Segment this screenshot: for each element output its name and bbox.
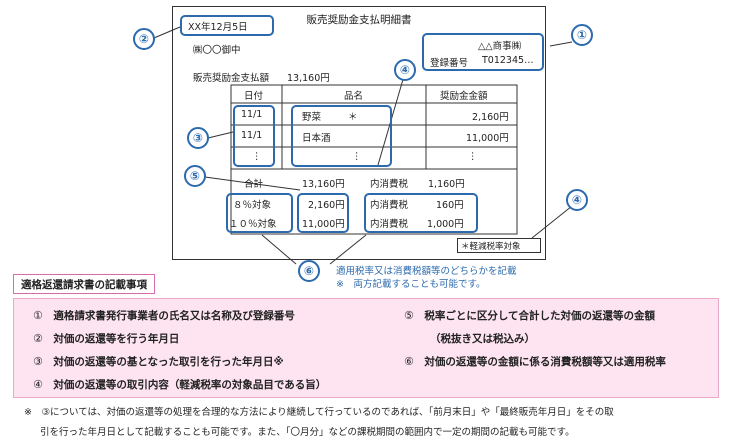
marker-6: ⑥: [298, 260, 320, 282]
invoice-title: 販売奨励金支払明細書: [306, 14, 412, 26]
requirement-item: （税抜き又は税込み）: [430, 333, 535, 345]
customer-name: ㈱〇〇御中: [193, 45, 241, 56]
registration-number: T012345…: [482, 55, 534, 66]
rate8-label: ８％対象: [233, 200, 272, 211]
sum-tax-value: 1,160円: [428, 179, 465, 190]
rate-value-highlight: [297, 193, 349, 233]
marker-4: ④: [566, 189, 588, 211]
requirement-item: ③ 対価の返還等の基となった取引を行った年月日※: [33, 355, 284, 368]
requirement-item: ④ 対価の返還等の取引内容（軽減税率の対象品目である旨）: [33, 378, 327, 391]
rate-note-1: 適用税率又は消費税額等のどちらかを記載: [336, 266, 517, 277]
reduced-rate-note: ＊軽減税率対象: [457, 238, 541, 253]
header-item: 品名: [344, 91, 364, 102]
sum-label: 合計: [244, 179, 264, 190]
requirement-item: ② 対価の返還等を行う年月日: [33, 332, 180, 345]
rate10-tax-label: 内消費税: [370, 219, 409, 230]
row-date: 11/1: [241, 109, 263, 120]
footnote-line-2: 引を行った年月日として記載することも可能です。また、「〇月分」などの課税期間の範…: [40, 427, 575, 438]
invoice-date: XX年12月5日: [188, 22, 248, 33]
reduced-mark: ＊: [348, 112, 358, 123]
date-column-highlight: [233, 105, 275, 167]
issuer-name: △△商事㈱: [478, 41, 522, 52]
total-label: 販売奨励金支払額: [193, 73, 270, 84]
marker-5: ⑤: [184, 165, 206, 187]
requirements-panel: [13, 298, 719, 398]
marker-1: ①: [571, 24, 593, 46]
rate-tax-highlight: [364, 193, 478, 233]
rate-label-highlight: [226, 193, 293, 233]
sum-value: 13,160円: [302, 179, 345, 190]
row-amount: 11,000円: [466, 133, 509, 144]
requirement-item: ① 適格請求書発行事業者の氏名又は名称及び登録番号: [33, 309, 295, 322]
rate10-value: 11,000円: [302, 219, 345, 230]
marker-2: ②: [133, 28, 155, 50]
issuer-highlight: [422, 33, 544, 71]
ellipsis: ⋮: [352, 151, 362, 162]
header-amount: 奨励金金額: [440, 91, 488, 102]
rate8-value: 2,160円: [308, 200, 345, 211]
rate10-label: １０％対象: [229, 219, 277, 230]
section-title: 適格返還請求書の記載事項: [13, 274, 155, 294]
row-item: 野菜: [302, 112, 322, 123]
rate-note-2: ※ 両方記載することも可能です。: [336, 279, 486, 290]
row-date: 11/1: [241, 130, 263, 141]
row-item: 日本酒: [302, 133, 331, 144]
ellipsis: ⋮: [468, 151, 478, 162]
requirement-item: ⑥ 対価の返還等の金額に係る消費税額等又は適用税率: [404, 355, 666, 368]
total-amount: 13,160円: [287, 73, 330, 84]
ellipsis: ⋮: [252, 151, 262, 162]
header-date: 日付: [244, 91, 264, 102]
row-amount: 2,160円: [472, 112, 509, 123]
registration-label: 登録番号: [430, 58, 469, 69]
requirement-item: ⑤ 税率ごとに区分して合計した対価の返還等の金額: [404, 309, 656, 322]
footnote-line-1: ※ ③については、対価の返還等の処理を合理的な方法により継続して行っているのであ…: [24, 407, 614, 418]
item-column-highlight: [291, 105, 392, 167]
rate10-tax-value: 1,000円: [427, 219, 464, 230]
sum-tax-label: 内消費税: [370, 179, 409, 190]
marker-4: ④: [394, 59, 416, 81]
rate8-tax-label: 内消費税: [370, 200, 409, 211]
date-highlight: [180, 15, 274, 36]
marker-3: ③: [187, 127, 209, 149]
invoice-frame: [172, 6, 546, 260]
rate8-tax-value: 160円: [436, 200, 464, 211]
